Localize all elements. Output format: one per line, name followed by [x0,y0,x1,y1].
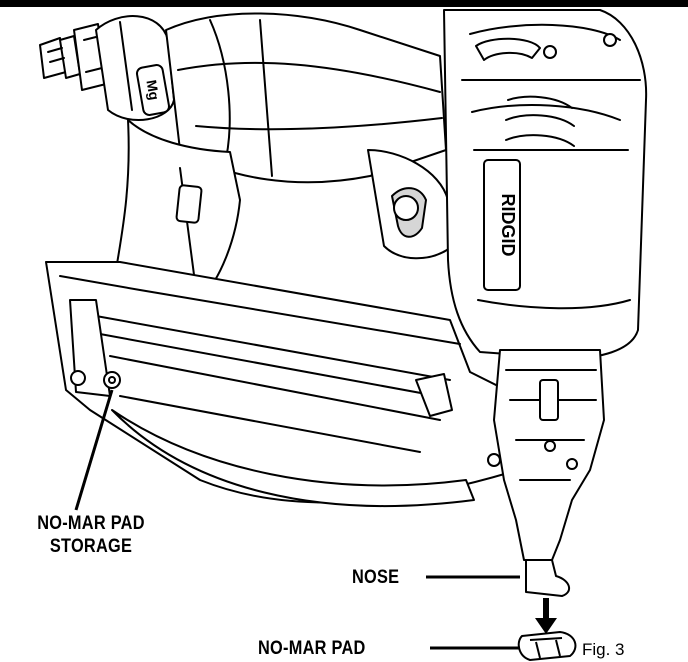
top-border [0,0,688,7]
front-housing [443,9,648,360]
leader-storage [74,389,114,511]
label-nose: NOSE [352,567,400,588]
magazine-rail [59,275,461,345]
nose-assembly [493,349,605,561]
nose-tip [525,559,571,597]
figure-caption: Fig. 3 [582,640,625,659]
logo-text: RIDGID [498,194,518,257]
attach-arrow [535,598,557,634]
label-no-mar-pad: NO-MAR PAD [258,638,366,659]
label-storage-line2: STORAGE [49,536,133,557]
no-mar-pad [517,631,577,661]
label-storage-line1: NO-MAR PAD [37,513,145,534]
label-no-mar-pad-storage: NO-MAR PAD STORAGE [18,512,164,558]
motor-badge-text: Mg [143,79,162,102]
nailer-body [39,9,648,597]
motor-badge-plate [135,64,171,116]
logo-plate [483,159,521,291]
leader-lines [74,389,520,650]
magazine-lower-skirt [111,409,475,507]
handle-grip [111,119,241,301]
